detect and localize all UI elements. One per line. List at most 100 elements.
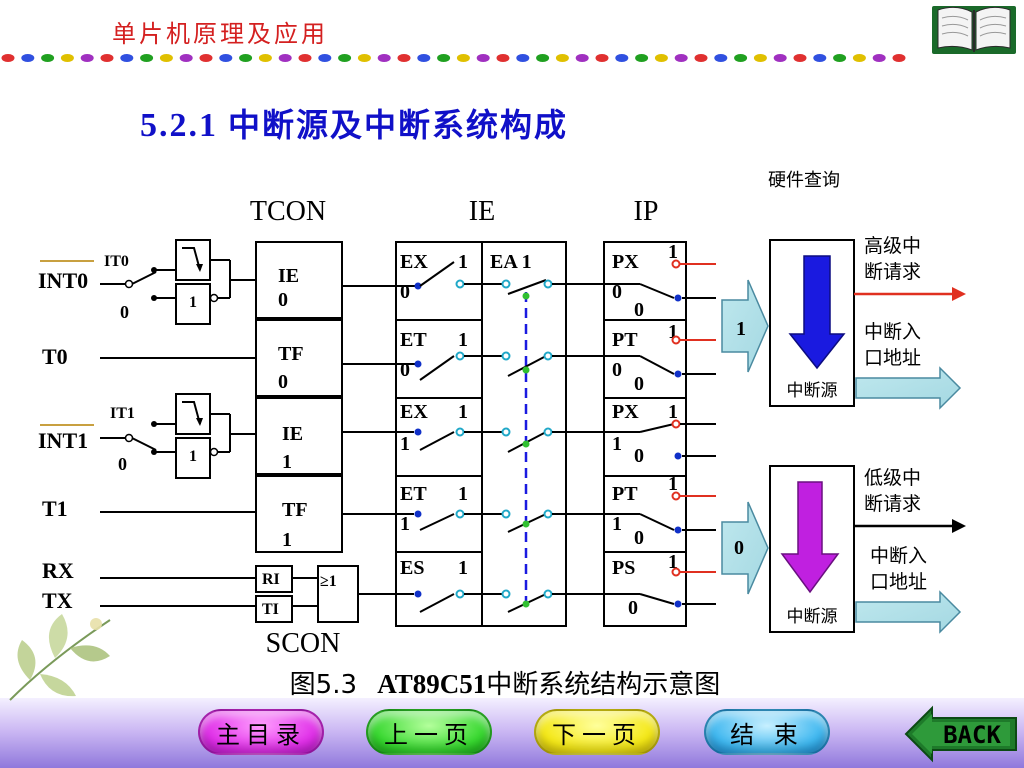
pt0-label-a: PT bbox=[612, 329, 638, 351]
it0-label: IT0 bbox=[104, 253, 129, 270]
t0-label: T0 bbox=[42, 344, 68, 369]
px0-label-a: PX bbox=[612, 251, 639, 273]
pt1-label-a: PT bbox=[612, 483, 638, 505]
it0-one-label: 1 bbox=[189, 294, 197, 311]
divider-dot bbox=[456, 54, 470, 62]
ie-switches bbox=[414, 261, 604, 613]
low-entry-line2: 口地址 bbox=[870, 571, 927, 593]
leaf-ornament-icon bbox=[9, 614, 111, 701]
ex1-label-b: 1 bbox=[400, 433, 410, 455]
ie1-label-b: 1 bbox=[282, 451, 292, 473]
ie0-label-b: 0 bbox=[278, 289, 288, 311]
px1-one: 1 bbox=[668, 401, 678, 423]
ex0-label-a: EX bbox=[400, 251, 428, 273]
et1-label-b: 1 bbox=[400, 513, 410, 535]
low-source-label: 中断源 bbox=[787, 607, 838, 627]
divider-dot bbox=[833, 54, 847, 62]
divider-dot bbox=[852, 54, 866, 62]
ex1-label-a: EX bbox=[400, 401, 428, 423]
ps-one: 1 bbox=[668, 551, 678, 573]
or-gate-label: ≥1 bbox=[320, 573, 337, 590]
divider-dot bbox=[258, 54, 272, 62]
divider-dot bbox=[140, 54, 154, 62]
divider-dot bbox=[575, 54, 589, 62]
edge-trigger-box-0 bbox=[175, 239, 211, 281]
ri-label: RI bbox=[262, 571, 280, 588]
pt1-one: 1 bbox=[668, 473, 678, 495]
divider-dot bbox=[397, 54, 411, 62]
divider-dot bbox=[674, 54, 688, 62]
interrupt-system-diagram: TCON IE IP 硬件查询 SCON INT0 T0 INT1 T1 RX … bbox=[38, 170, 966, 659]
int1-label: INT1 bbox=[38, 428, 88, 453]
divider-dot bbox=[278, 54, 292, 62]
ex0-one: 1 bbox=[458, 251, 468, 273]
divider-dot bbox=[298, 54, 312, 62]
tf1-label-b: 1 bbox=[282, 529, 292, 551]
back-button[interactable]: BACK bbox=[902, 704, 1020, 764]
high-entry-line2: 口地址 bbox=[864, 347, 921, 369]
et0-label-a: ET bbox=[400, 329, 427, 351]
divider-dot bbox=[318, 54, 332, 62]
tx-label: TX bbox=[42, 588, 73, 613]
divider-dot bbox=[417, 54, 431, 62]
rx-label: RX bbox=[42, 558, 74, 583]
previous-page-button[interactable]: 上一页 bbox=[366, 709, 492, 755]
pt1-label-b: 1 bbox=[612, 513, 622, 535]
divider-dot bbox=[41, 54, 55, 62]
divider-dot bbox=[555, 54, 569, 62]
edge-trigger-box-1 bbox=[175, 393, 211, 435]
figure-caption: 图5.3 AT89C51中断系统结构示意图 bbox=[0, 664, 1010, 701]
caption-figure-number: 图5.3 bbox=[289, 670, 358, 700]
level-trigger-box-1 bbox=[175, 437, 211, 479]
divider-dot bbox=[654, 54, 668, 62]
divider-dot bbox=[615, 54, 629, 62]
ea-register-frame bbox=[481, 241, 567, 627]
divider-dot bbox=[714, 54, 728, 62]
back-label: BACK bbox=[943, 721, 1001, 749]
low-entry-line1: 中断入 bbox=[870, 545, 927, 567]
divider-dot bbox=[773, 54, 787, 62]
low-entry-arrow bbox=[855, 590, 962, 634]
high-request-arrowhead bbox=[952, 287, 966, 301]
divider-dot bbox=[60, 54, 74, 62]
high-entry-arrow bbox=[855, 366, 962, 410]
back-arrow-highlight bbox=[912, 714, 1010, 754]
ps-label-a: PS bbox=[612, 557, 635, 579]
divider-dot bbox=[159, 54, 173, 62]
footer-bar bbox=[0, 698, 1024, 768]
divider-dot bbox=[357, 54, 371, 62]
divider-dot bbox=[753, 54, 767, 62]
et1-label-a: ET bbox=[400, 483, 427, 505]
divider-dot bbox=[635, 54, 649, 62]
end-button[interactable]: 结 束 bbox=[704, 709, 830, 755]
divider-dot bbox=[793, 54, 807, 62]
next-page-button[interactable]: 下一页 bbox=[534, 709, 660, 755]
hardware-query-label: 硬件查询 bbox=[768, 170, 840, 191]
divider-dot bbox=[377, 54, 391, 62]
main-menu-button[interactable]: 主目录 bbox=[198, 709, 324, 755]
it1-label: IT1 bbox=[110, 405, 135, 422]
ip-switches bbox=[604, 259, 716, 608]
et0-label-b: 0 bbox=[400, 359, 410, 381]
pt0-label-b: 0 bbox=[612, 359, 622, 381]
course-title: 单片机原理及应用 bbox=[112, 20, 328, 48]
high-source-label: 中断源 bbox=[787, 381, 838, 401]
divider-dot bbox=[199, 54, 213, 62]
t1-label: T1 bbox=[42, 496, 68, 521]
px0-zero: 0 bbox=[634, 299, 644, 321]
high-query-down-arrow bbox=[788, 255, 846, 370]
book-icon bbox=[932, 6, 1016, 54]
caption-model: AT89C51 bbox=[377, 669, 487, 699]
it0-zero-label: 0 bbox=[120, 302, 129, 322]
divider-dot bbox=[120, 54, 134, 62]
divider-dot bbox=[734, 54, 748, 62]
pt0-zero: 0 bbox=[634, 373, 644, 395]
it1-zero-label: 0 bbox=[118, 454, 127, 474]
ie0-label-a: IE bbox=[278, 265, 299, 287]
section-title: 中断源及中断系统构成 bbox=[228, 106, 569, 144]
scon-label: SCON bbox=[266, 628, 341, 659]
pt1-zero: 0 bbox=[634, 527, 644, 549]
int0-label: INT0 bbox=[38, 268, 88, 293]
low-request-line1: 低级中 bbox=[864, 467, 921, 489]
